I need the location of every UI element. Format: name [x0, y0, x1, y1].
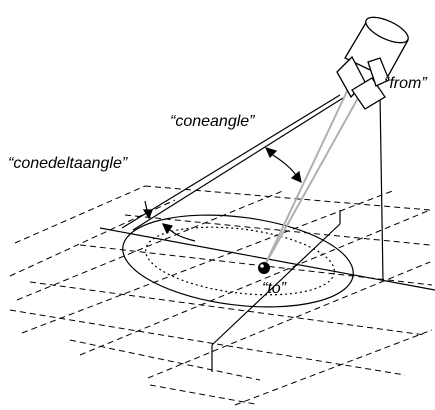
- label-coneangle: “coneangle”: [170, 113, 255, 130]
- target-point-icon: [258, 262, 270, 274]
- light-direction-lines: [264, 79, 369, 266]
- conedeltaangle-arc: [142, 200, 196, 242]
- cone-outer-ellipse: [122, 214, 354, 308]
- label-conedeltaangle: “conedeltaangle”: [8, 155, 128, 172]
- target-point-highlight: [260, 264, 264, 268]
- cone-inner-ellipse: [145, 226, 335, 296]
- cone-edges: [121, 94, 384, 282]
- label-from: “from”: [384, 75, 427, 92]
- label-to: “to”: [262, 280, 287, 297]
- ground-grid: [9, 185, 433, 406]
- coneangle-arc: [264, 147, 302, 184]
- spotlight-icon: [336, 16, 409, 110]
